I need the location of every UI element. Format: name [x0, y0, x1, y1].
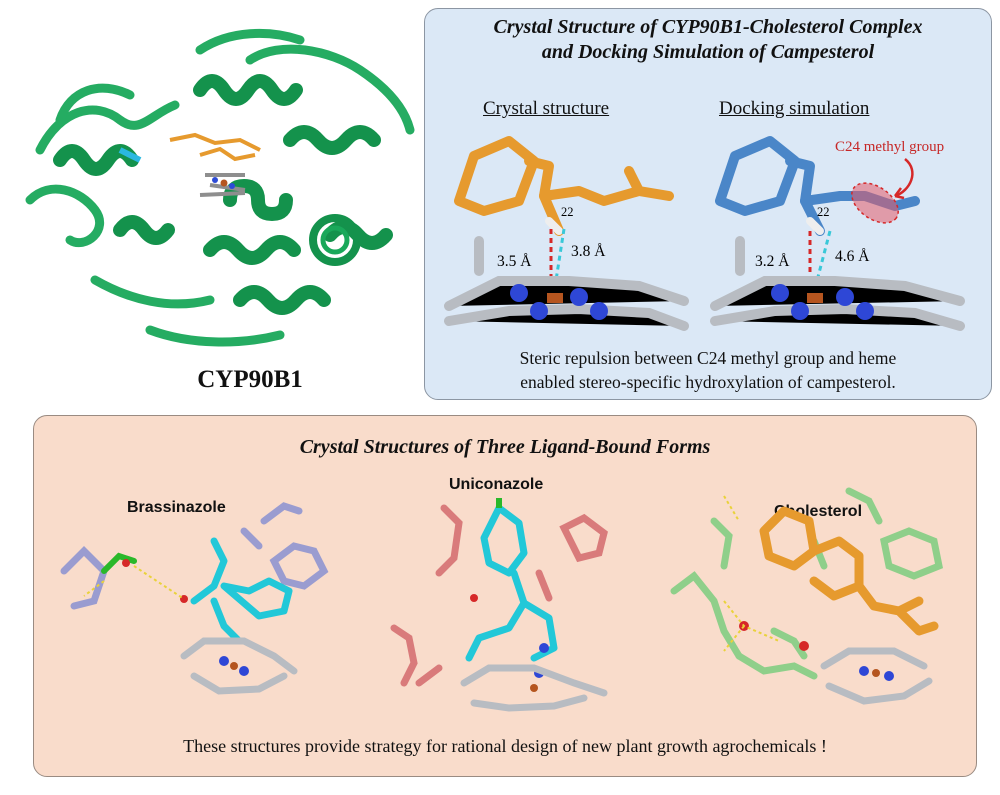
- atom-number-label-docking: 22: [817, 205, 830, 219]
- crystal-structure-model: 22 3.5 Å 3.8 Å: [444, 136, 689, 331]
- panel-caption-line1: Steric repulsion between C24 methyl grou…: [519, 348, 897, 368]
- ligand-panel-caption: These structures provide strategy for ra…: [183, 736, 827, 756]
- crystal-structure-heading: Crystal structure: [483, 98, 610, 119]
- protein-name-label: CYP90B1: [197, 366, 303, 393]
- panel-caption: Steric repulsion between C24 methyl grou…: [425, 346, 991, 394]
- docking-simulation-heading: Docking simulation: [719, 98, 870, 119]
- panel-caption-line2: enabled stereo-specific hydroxylation of…: [520, 372, 896, 392]
- cholesterol-model: [670, 487, 944, 705]
- distance-label-red-docking: 3.2 Å: [755, 253, 790, 270]
- brassinazole-model: [60, 502, 329, 695]
- distance-label-cyan-docking: 4.6 Å: [835, 248, 870, 265]
- docking-simulation-model: 22 3.2 Å 4.6 Å: [710, 136, 965, 331]
- c24-methyl-annotation: C24 methyl group: [835, 139, 945, 155]
- ligand-panel-title: Crystal Structures of Three Ligand-Bound…: [299, 436, 711, 458]
- ligand-label-uniconazole: Uniconazole: [449, 476, 544, 493]
- panel-title-line1: Crystal Structure of CYP90B1-Cholesterol…: [493, 16, 923, 38]
- panel-title-line2: and Docking Simulation of Campesterol: [541, 41, 875, 63]
- protein-ribbon-structure: [0, 0, 430, 370]
- panel-title: Crystal Structure of CYP90B1-Cholesterol…: [425, 15, 991, 65]
- ligand-bound-forms-panel: Crystal Structures of Three Ligand-Bound…: [33, 415, 977, 777]
- distance-label-red: 3.5 Å: [497, 253, 532, 270]
- protein-ribbon-image: [25, 29, 415, 347]
- ligand-label-brassinazole: Brassinazole: [127, 499, 226, 516]
- atom-number-label: 22: [561, 205, 574, 219]
- distance-label-cyan: 3.8 Å: [571, 243, 606, 260]
- docking-comparison-panel: Crystal Structure of CYP90B1-Cholesterol…: [424, 8, 992, 400]
- uniconazole-model: [390, 498, 608, 712]
